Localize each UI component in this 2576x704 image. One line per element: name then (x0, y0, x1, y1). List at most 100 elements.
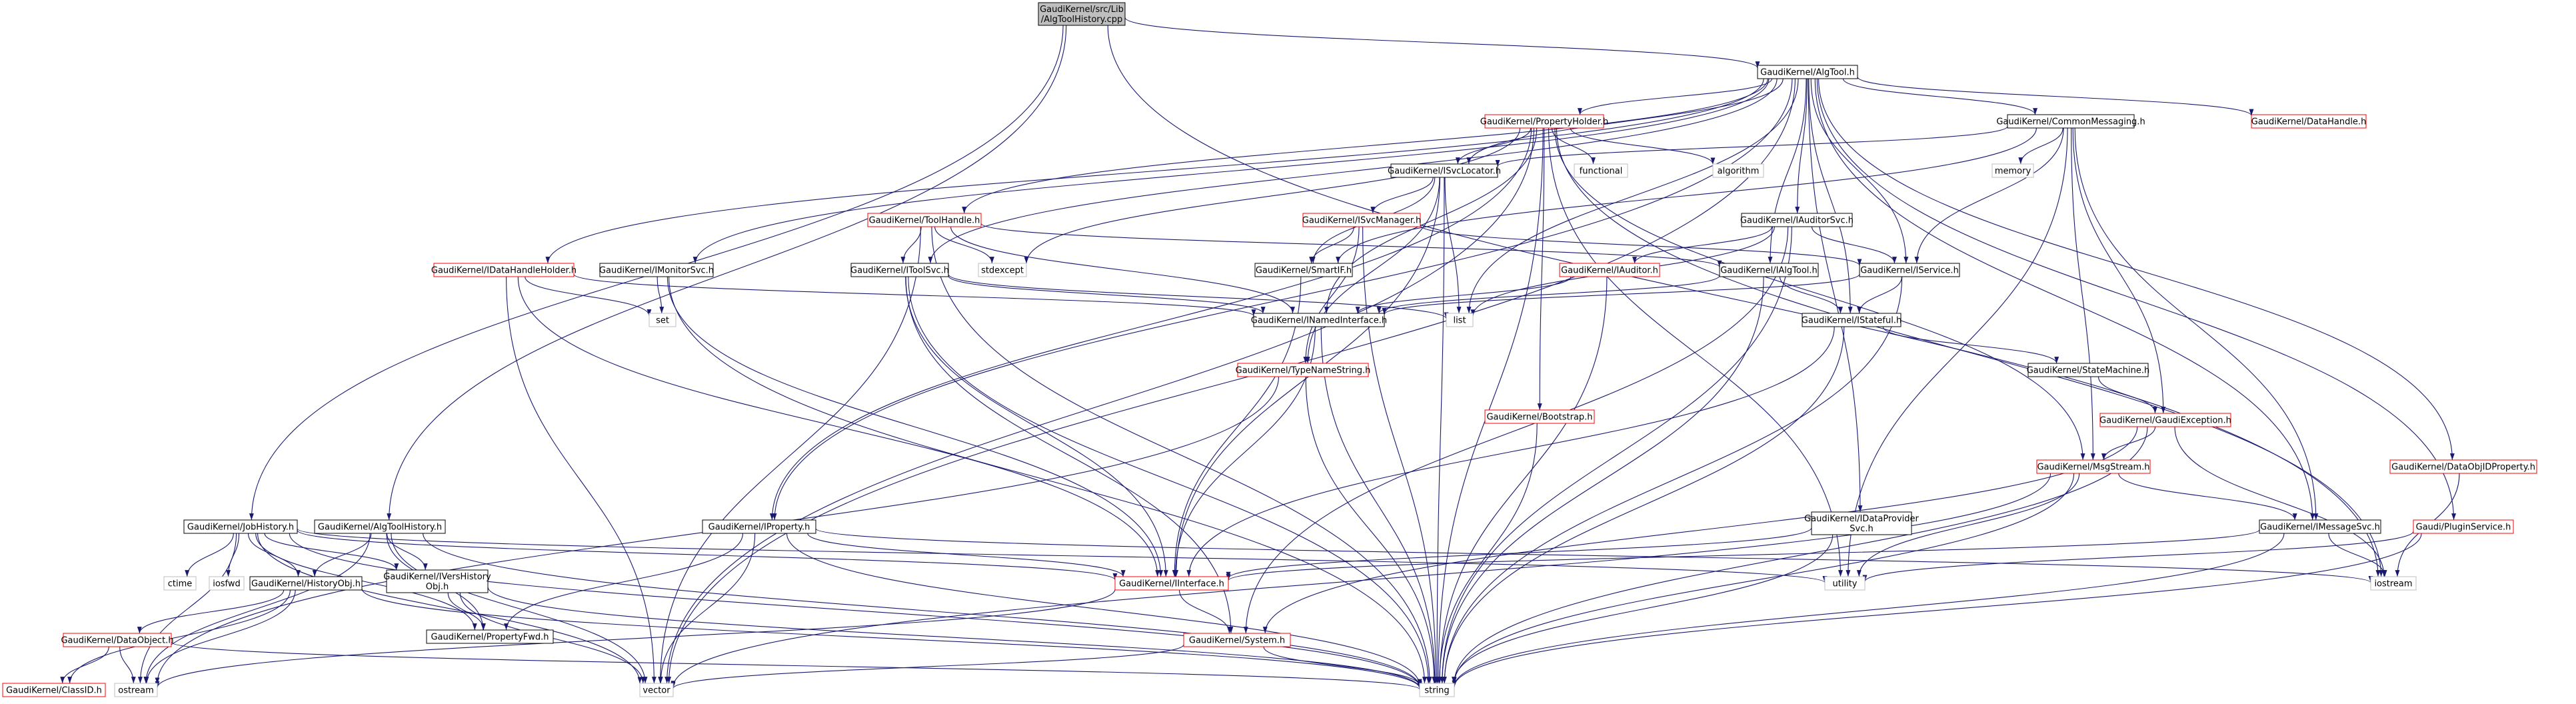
node-box-iinterface (1114, 576, 1229, 591)
node-label-ctime: ctime (168, 579, 193, 589)
node-label-ostream: ostream (118, 686, 154, 696)
node-smartif[interactable]: GaudiKernel/SmartIF.h (1254, 263, 1353, 277)
node-label-classid: GaudiKernel/ClassID.h (6, 686, 102, 696)
node-classid[interactable]: GaudiKernel/ClassID.h (2, 683, 106, 697)
node-functional: functional (1574, 163, 1628, 178)
include-edge-toolhandle-to-stdexcept (934, 226, 994, 264)
node-label-system: GaudiKernel/System.h (1189, 636, 1285, 646)
node-box-isvclocator (1390, 163, 1498, 178)
node-inamedinterface[interactable]: GaudiKernel/INamedInterface.h (1251, 313, 1387, 327)
node-label-typenamestring: GaudiKernel/TypeNameString.h (1236, 366, 1371, 376)
include-edge-historyobj-to-dataobject (137, 589, 285, 634)
include-edge-jobhistory-to-iosfwd (226, 533, 240, 577)
include-edge-isvclocator-to-list (1444, 177, 1462, 314)
include-edge-commonmsg-to-smartif (1336, 127, 2037, 264)
node-iauditorsvc[interactable]: GaudiKernel/IAuditorSvc.h (1740, 213, 1854, 227)
include-edge-dataobject-to-classid (60, 646, 109, 684)
node-root[interactable]: GaudiKernel/src/Lib/AlgToolHistory.cpp (1038, 2, 1126, 26)
node-box-iservice (1859, 263, 1960, 277)
node-toolhandle[interactable]: GaudiKernel/ToolHandle.h (867, 213, 982, 227)
node-isvcmanager[interactable]: GaudiKernel/ISvcManager.h (1302, 213, 1421, 227)
node-statemachine[interactable]: GaudiKernel/StateMachine.h (2027, 363, 2150, 377)
include-edge-ialgtool-to-inamedinterface (1376, 275, 1720, 314)
node-label-propholder: GaudiKernel/PropertyHolder.h (1480, 117, 1609, 127)
node-datahandle[interactable]: GaudiKernel/DataHandle.h (2251, 114, 2367, 129)
node-pluginservice[interactable]: Gaudi/PluginService.h (2413, 519, 2514, 534)
include-edge-algtool-to-ialgtool (1768, 78, 1807, 264)
node-historyobj[interactable]: GaudiKernel/HistoryObj.h (249, 576, 363, 591)
include-edge-gaudiexception-to-system (1262, 426, 2138, 634)
include-edge-propholder-to-vector (664, 127, 1534, 684)
node-jobhistory[interactable]: GaudiKernel/JobHistory.h (183, 519, 298, 534)
node-iauditor[interactable]: GaudiKernel/IAuditor.h (1559, 263, 1660, 277)
node-typenamestring[interactable]: GaudiKernel/TypeNameString.h (1236, 363, 1371, 377)
node-box-iproperty (702, 519, 816, 534)
node-gaudiexception[interactable]: GaudiKernel/GaudiException.h (2099, 413, 2231, 427)
include-edge-jobhistory-to-iversionhistory (264, 533, 399, 571)
node-box-classid (2, 683, 106, 697)
include-edge-isvcmanager-to-iservice (1420, 225, 1862, 266)
include-edge-jobhistory-to-vector (257, 533, 643, 684)
node-bootstrap[interactable]: GaudiKernel/Bootstrap.h (1484, 409, 1595, 424)
node-commonmsg[interactable]: GaudiKernel/CommonMessaging.h (1996, 114, 2145, 129)
node-algtoolhistory[interactable]: GaudiKernel/AlgToolHistory.h (314, 519, 446, 534)
node-dataobjidproperty[interactable]: GaudiKernel/DataObjIDProperty.h (2389, 459, 2537, 474)
node-label-iauditorsvc: GaudiKernel/IAuditorSvc.h (1740, 216, 1854, 226)
node-algtool[interactable]: GaudiKernel/AlgTool.h (1757, 65, 1858, 79)
include-edge-root-to-algtool (1124, 17, 1760, 69)
node-label-memory: memory (1995, 167, 2031, 177)
node-idatahandleholder[interactable]: GaudiKernel/IDataHandleHolder.h (431, 263, 577, 277)
include-edge-algtoolhistory-to-string (423, 533, 1422, 688)
node-iservice[interactable]: GaudiKernel/IService.h (1859, 263, 1960, 277)
node-box-ostream (114, 683, 158, 697)
node-propertyfwd[interactable]: GaudiKernel/PropertyFwd.h (426, 629, 554, 644)
node-system[interactable]: GaudiKernel/System.h (1183, 633, 1291, 647)
include-edge-commonmsg-to-memory (2018, 127, 2063, 165)
include-edge-commonmsg-to-iservice (1914, 127, 2064, 264)
node-isvclocator[interactable]: GaudiKernel/ISvcLocator.h (1388, 163, 1501, 178)
include-edge-root-to-iostream (1107, 25, 2381, 577)
node-imonitorsvc[interactable]: GaudiKernel/IMonitorSvc.h (599, 263, 714, 277)
include-edge-propholder-to-functional (1551, 127, 1596, 165)
node-box-system (1183, 633, 1291, 647)
node-label-algtoolhistory: GaudiKernel/AlgToolHistory.h (318, 523, 442, 533)
node-algorithm: algorithm (1712, 163, 1764, 178)
include-edge-istateful-to-string (1442, 326, 1845, 684)
node-dataobject[interactable]: GaudiKernel/DataObject.h (61, 633, 174, 647)
include-edge-commonmsg-to-isvclocator (1495, 126, 2008, 167)
include-edge-iauditorsvc-to-system (1243, 226, 1789, 634)
node-box-iauditorsvc (1741, 213, 1853, 227)
node-ctime: ctime (163, 576, 197, 591)
node-box-idatahandleholder (433, 263, 575, 277)
node-imessagesvc[interactable]: GaudiKernel/IMessageSvc.h (2259, 519, 2381, 534)
node-iproperty[interactable]: GaudiKernel/IProperty.h (702, 519, 816, 534)
node-box-historyobj (249, 576, 363, 591)
include-edge-jobhistory-to-iinterface (297, 529, 1118, 581)
node-box-utility (1824, 576, 1866, 591)
include-edge-root-to-algtoolhistory (387, 25, 1067, 521)
node-label-imonitorsvc: GaudiKernel/IMonitorSvc.h (599, 266, 714, 276)
node-propholder[interactable]: GaudiKernel/PropertyHolder.h (1480, 114, 1609, 129)
node-istateful[interactable]: GaudiKernel/IStateful.h (1802, 313, 1902, 327)
node-box-algtool (1757, 65, 1858, 79)
node-msgstream[interactable]: GaudiKernel/MsgStream.h (2036, 459, 2151, 474)
node-ialgtool[interactable]: GaudiKernel/IAlgTool.h (1719, 263, 1819, 277)
node-label-iosfwd: iosfwd (213, 579, 241, 589)
include-edge-iservice-to-inamedinterface (1382, 273, 1860, 315)
node-label-dataobject: GaudiKernel/DataObject.h (61, 636, 173, 646)
node-box-iosfwd (209, 576, 245, 591)
include-edge-iinterface-to-ostream (155, 589, 1116, 688)
include-edge-historyobj-to-string (361, 588, 1422, 689)
node-label-string: string (1424, 686, 1449, 696)
node-iinterface[interactable]: GaudiKernel/IInterface.h (1114, 576, 1229, 591)
include-edge-msgstream-to-string (1452, 473, 2075, 685)
include-edge-algtool-to-iservice (1810, 78, 1909, 264)
node-label-iversionhistory: GaudiKernel/IVersHistory (383, 572, 491, 582)
include-edge-propholder-to-string (1436, 127, 1544, 684)
include-edge-pluginservice-to-utility (1862, 531, 2414, 582)
node-box-ialgtool (1719, 263, 1819, 277)
include-edge-isvclocator-to-isvcmanager (1370, 177, 1434, 214)
node-itoolsvc[interactable]: GaudiKernel/IToolSvc.h (850, 263, 949, 277)
